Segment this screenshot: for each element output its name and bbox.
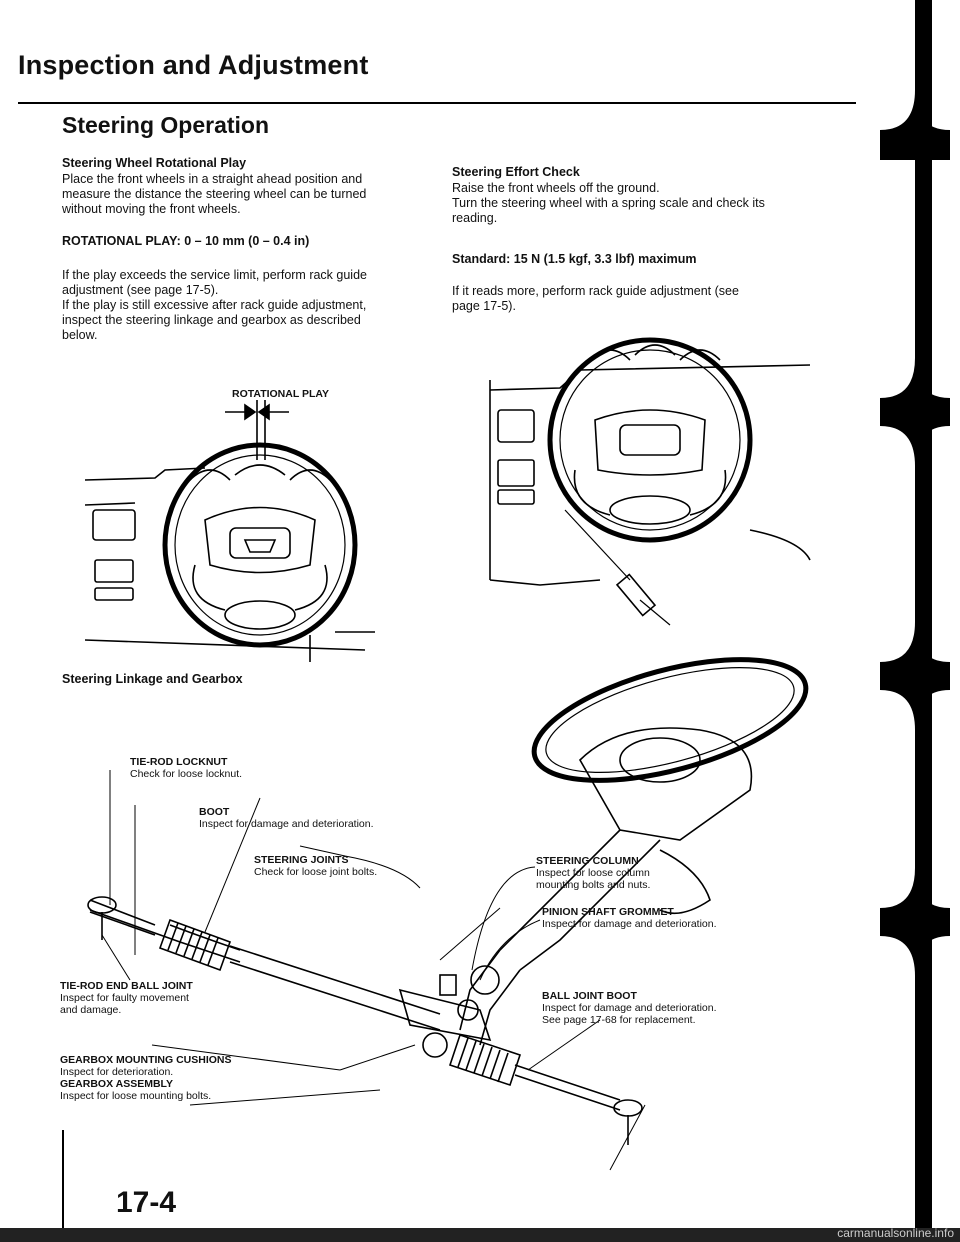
text-line: Raise the front wheels off the ground. bbox=[452, 181, 660, 195]
rotational-play-instructions: If the play exceeds the service limit, p… bbox=[62, 268, 417, 343]
rotational-play-text: Place the front wheels in a straight ahe… bbox=[62, 172, 417, 217]
rotational-play-spec: ROTATIONAL PLAY: 0 – 10 mm (0 – 0.4 in) bbox=[62, 234, 310, 248]
tie-rod-end-note-1: Inspect for faulty movement bbox=[60, 992, 189, 1004]
text-line: below. bbox=[62, 328, 98, 342]
gearbox-cushions-note: Inspect for deterioration. bbox=[60, 1066, 174, 1078]
tie-rod-end-label: TIE-ROD END BALL JOINT bbox=[60, 980, 193, 992]
steering-effort-instructions: If it reads more, perform rack guide adj… bbox=[452, 284, 842, 314]
gearbox-assembly-label: GEARBOX ASSEMBLY bbox=[60, 1078, 173, 1090]
steering-effort-spec: Standard: 15 N (1.5 kgf, 3.3 lbf) maximu… bbox=[452, 252, 697, 266]
ball-joint-boot-note-1: Inspect for damage and deterioration. bbox=[542, 1002, 717, 1014]
ball-joint-boot-note-2: See page 17-68 for replacement. bbox=[542, 1014, 696, 1026]
boot-label: BOOT bbox=[199, 806, 230, 818]
page-title: Inspection and Adjustment bbox=[18, 50, 369, 80]
text-line: without moving the front wheels. bbox=[62, 202, 241, 216]
tie-rod-end-note-2: and damage. bbox=[60, 1004, 122, 1016]
text-line: If the play is still excessive after rac… bbox=[62, 298, 367, 312]
title-rule bbox=[18, 102, 856, 104]
steering-effort-heading: Steering Effort Check bbox=[452, 165, 580, 179]
tie-rod-locknut-label: TIE-ROD LOCKNUT bbox=[130, 756, 228, 768]
page-number: 17-4 bbox=[116, 1186, 177, 1219]
steering-joints-label: STEERING JOINTS bbox=[254, 854, 349, 866]
text-line: Turn the steering wheel with a spring sc… bbox=[452, 196, 765, 210]
gearbox-cushions-label: GEARBOX MOUNTING CUSHIONS bbox=[60, 1054, 232, 1066]
text-line: If it reads more, perform rack guide adj… bbox=[452, 284, 739, 298]
steering-column-note-1: Inspect for loose column bbox=[536, 867, 650, 879]
text-line: inspect the steering linkage and gearbox… bbox=[62, 313, 361, 327]
text-line: page 17-5). bbox=[452, 299, 516, 313]
text-line: measure the distance the steering wheel … bbox=[62, 187, 367, 201]
ball-joint-boot-label: BALL JOINT BOOT bbox=[542, 990, 637, 1002]
linkage-heading: Steering Linkage and Gearbox bbox=[62, 672, 243, 686]
watermark: carmanualsonline.info bbox=[837, 1226, 954, 1240]
linkage-figure bbox=[87, 657, 809, 1171]
rotational-play-label: ROTATIONAL PLAY bbox=[232, 388, 330, 400]
page-margin-rule bbox=[62, 1130, 64, 1230]
boot-note: Inspect for damage and deterioration. bbox=[199, 818, 374, 830]
tie-rod-locknut-note: Check for loose locknut. bbox=[130, 768, 243, 780]
bottom-bar bbox=[0, 1228, 960, 1242]
rotational-play-heading: Steering Wheel Rotational Play bbox=[62, 156, 247, 170]
steering-column-note-2: mounting bolts and nuts. bbox=[536, 879, 651, 891]
steering-effort-figure bbox=[489, 337, 811, 626]
steering-effort-text: Raise the front wheels off the ground. T… bbox=[452, 181, 842, 226]
pinion-grommet-label: PINION SHAFT GROMMET bbox=[542, 906, 674, 918]
pinion-grommet-note: Inspect for damage and deterioration. bbox=[542, 918, 717, 930]
steering-joints-note: Check for loose joint bolts. bbox=[254, 866, 378, 878]
text-line: adjustment (see page 17-5). bbox=[62, 283, 219, 297]
text-line: If the play exceeds the service limit, p… bbox=[62, 268, 367, 282]
rotational-play-figure bbox=[85, 400, 375, 662]
sidebar-tabs bbox=[880, 90, 950, 976]
steering-column-label: STEERING COLUMN bbox=[536, 855, 639, 867]
text-line: Place the front wheels in a straight ahe… bbox=[62, 172, 363, 186]
text-line: reading. bbox=[452, 211, 498, 225]
section-title: Steering Operation bbox=[62, 112, 270, 138]
gearbox-assembly-note: Inspect for loose mounting bolts. bbox=[60, 1090, 212, 1102]
